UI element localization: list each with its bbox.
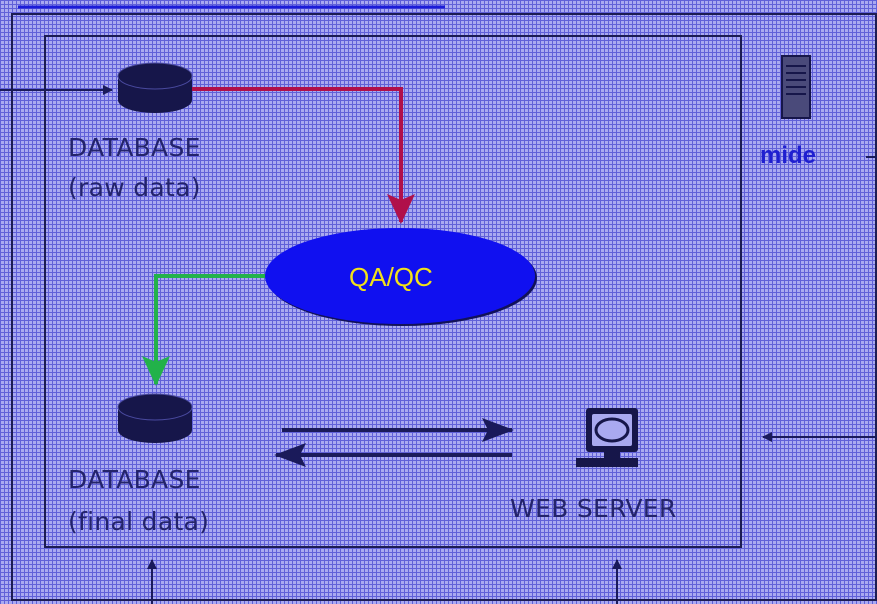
db-final-label-line1: DATABASE: [68, 465, 201, 494]
server-tower-icon: [781, 55, 811, 119]
qaqc-node: [265, 228, 537, 326]
db-raw-label-line1: DATABASE: [68, 133, 201, 162]
web-server-label: WEB SERVER: [510, 494, 677, 523]
server-label: mide: [760, 142, 817, 169]
inner-frame: [44, 35, 742, 548]
qaqc-label: QA/QC: [349, 262, 433, 292]
database-final-icon: [117, 393, 193, 443]
computer-icon: [576, 408, 638, 467]
outer-frame: [11, 13, 877, 601]
arrow-qaqc-to-db-final: [142, 274, 270, 386]
database-raw-icon: [117, 62, 193, 113]
arrow-db-raw-to-qaqc: [190, 87, 415, 224]
db-raw-label-line2: (raw data): [68, 173, 201, 202]
db-final-label-line2: (final data): [68, 507, 210, 536]
